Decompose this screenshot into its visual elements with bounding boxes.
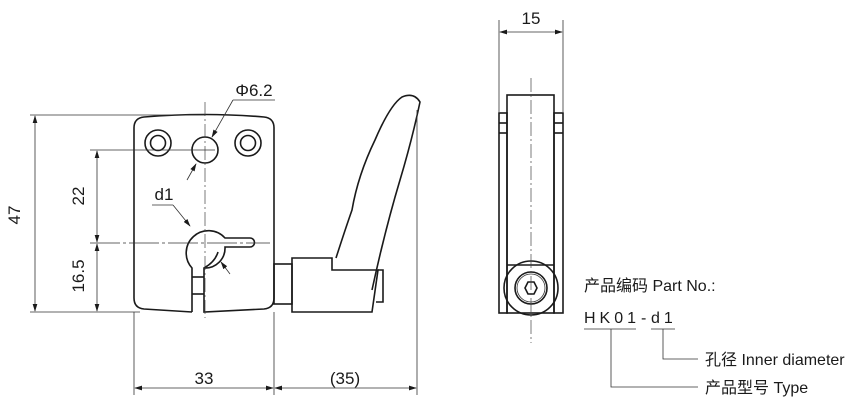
dim-16-5: 16.5: [69, 259, 88, 292]
code-type: HK01: [584, 310, 640, 327]
side-view: [498, 20, 564, 343]
part-no-heading: 产品编码 Part No.:: [584, 277, 716, 295]
hex-socket-icon: [524, 281, 538, 295]
dimension-lines: [30, 99, 418, 395]
dim-22: 22: [69, 187, 88, 206]
dim-d1: d1: [155, 185, 174, 204]
code-separator: -: [641, 310, 646, 327]
keyhole: [185, 229, 256, 312]
lever-handle: [273, 94, 421, 313]
part-number-legend: 产品编码 Part No.: HK01 - d1 孔径 Inner diamet…: [584, 277, 845, 397]
side-body: [506, 94, 555, 314]
inner-diameter-label: 孔径 Inner diameter: [705, 351, 845, 369]
dim-35: (35): [330, 369, 360, 388]
dim-phi-6-2: Φ6.2: [235, 81, 272, 100]
counterbore-right: [234, 129, 262, 157]
counterbore-left: [144, 129, 172, 157]
dim-15: 15: [522, 9, 541, 28]
clamp-body: [133, 113, 275, 313]
code-d1: d1: [651, 310, 677, 327]
dim-47: 47: [5, 206, 24, 225]
type-label: 产品型号 Type: [705, 379, 808, 397]
front-view: [133, 94, 421, 318]
dim-33: 33: [195, 369, 214, 388]
